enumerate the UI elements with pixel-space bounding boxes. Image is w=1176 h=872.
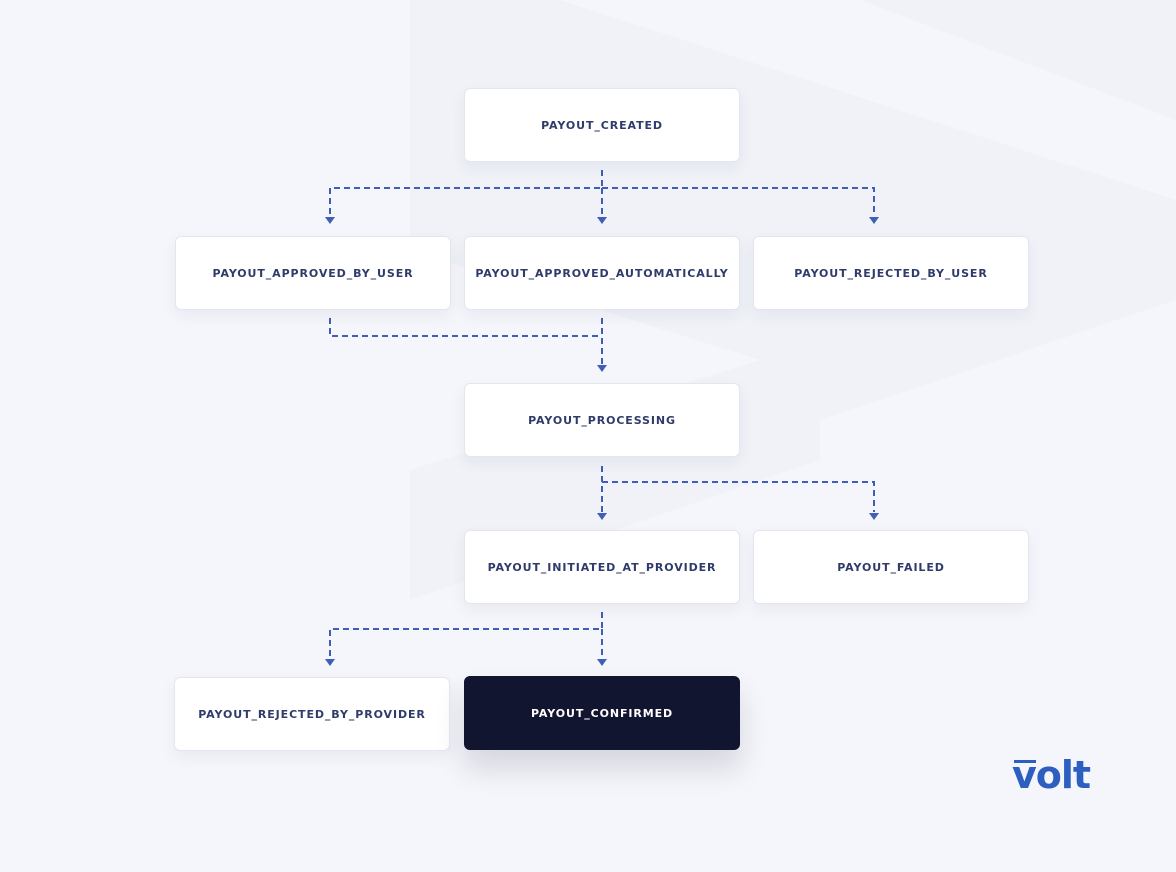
volt-logo: volt (1012, 753, 1091, 797)
arrowhead (597, 217, 607, 224)
node-label: PAYOUT_REJECTED_BY_USER (794, 266, 988, 280)
connector-initiated-to-rejected-by-provider (329, 612, 603, 658)
node-payout-rejected-by-user: PAYOUT_REJECTED_BY_USER (753, 236, 1029, 310)
arrowhead (325, 217, 335, 224)
arrowhead (597, 659, 607, 666)
arrowhead (869, 513, 879, 520)
node-label: PAYOUT_APPROVED_AUTOMATICALLY (475, 266, 729, 280)
node-label: PAYOUT_FAILED (837, 560, 945, 574)
node-label: PAYOUT_CREATED (541, 118, 663, 132)
arrowhead (597, 365, 607, 372)
node-payout-initiated-at-provider: PAYOUT_INITIATED_AT_PROVIDER (464, 530, 740, 604)
node-payout-rejected-by-provider: PAYOUT_REJECTED_BY_PROVIDER (174, 677, 450, 751)
node-payout-approved-automatically: PAYOUT_APPROVED_AUTOMATICALLY (464, 236, 740, 310)
node-label: PAYOUT_REJECTED_BY_PROVIDER (198, 707, 426, 721)
node-label: PAYOUT_PROCESSING (528, 413, 676, 427)
node-payout-confirmed: PAYOUT_CONFIRMED (464, 676, 740, 750)
connector-created-to-approved-by-user (329, 170, 603, 216)
arrowhead (325, 659, 335, 666)
connector-created-to-rejected-by-user (602, 187, 875, 216)
arrowhead (869, 217, 879, 224)
node-label: PAYOUT_INITIATED_AT_PROVIDER (487, 560, 717, 574)
node-payout-created: PAYOUT_CREATED (464, 88, 740, 162)
node-label: PAYOUT_CONFIRMED (530, 706, 674, 720)
arrowhead (597, 513, 607, 520)
connector-processing-to-failed (602, 481, 875, 512)
node-label: PAYOUT_APPROVED_BY_USER (212, 266, 414, 280)
connector-approved-by-user-to-processing (329, 318, 602, 337)
node-payout-failed: PAYOUT_FAILED (753, 530, 1029, 604)
node-payout-approved-by-user: PAYOUT_APPROVED_BY_USER (175, 236, 451, 310)
logo-accent-bar (1014, 760, 1036, 763)
node-payout-processing: PAYOUT_PROCESSING (464, 383, 740, 457)
